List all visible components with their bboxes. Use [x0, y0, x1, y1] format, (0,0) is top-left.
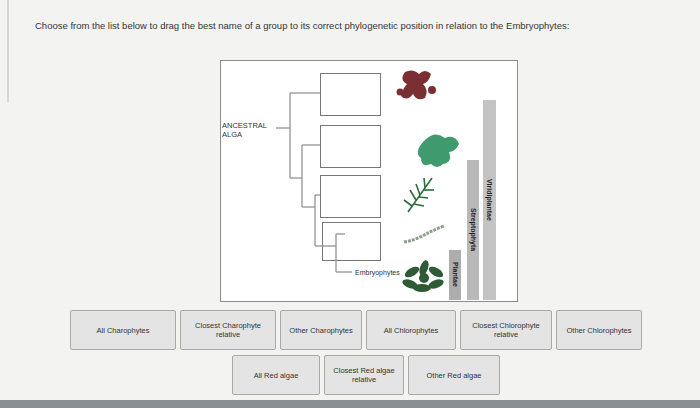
text-group: All Red algae [254, 371, 299, 380]
text-group: All Chlorophytes [384, 326, 439, 335]
drag-option: Other Charophytes [280, 310, 362, 350]
option-text: Closest Charophyte relative [185, 321, 271, 339]
clade-label: Embryophytes [354, 269, 401, 277]
option-text: Closest Chlorophyte relative [465, 321, 547, 339]
text-group: Viridiplantae [486, 179, 493, 222]
clade-band: Plantae [449, 250, 461, 300]
drag-option: Other Chlorophytes [556, 310, 642, 350]
text-group: All Charophytes [97, 326, 150, 335]
text-group: Closest Charophyte relative [185, 321, 271, 339]
drag-option: Closest Chlorophyte relative [460, 310, 552, 350]
text-group: Other Charophytes [289, 326, 352, 335]
drag-option: All Charophytes [70, 310, 176, 350]
text-group: Streptophyta [470, 208, 477, 252]
clade-band: Streptophyta [467, 160, 479, 300]
option-text: Other Chlorophytes [566, 326, 631, 335]
text-group: Plantae [452, 262, 459, 288]
drag-option: All Red algae [232, 355, 320, 395]
text-group: Closest Chlorophyte relative [465, 321, 547, 339]
band-label: Plantae [452, 262, 459, 287]
drag-option: Closest Red algae relative [324, 355, 404, 395]
band-label: Viridiplantae [486, 179, 493, 221]
option-text: All Charophytes [97, 326, 150, 335]
drag-option: Other Red algae [408, 355, 500, 395]
option-text: Other Red algae [426, 371, 481, 380]
drag-option: Closest Charophyte relative [180, 310, 276, 350]
text-group: Closest Red algae relative [329, 366, 399, 384]
text-group: Other Red algae [426, 371, 481, 380]
root-label: ANCESTRAL ALGA [222, 122, 276, 139]
option-text: All Chlorophytes [384, 326, 439, 335]
band-label: Streptophyta [470, 208, 477, 251]
option-text: Other Charophytes [289, 326, 352, 335]
drag-option: All Chlorophytes [366, 310, 456, 350]
text-group: Other Chlorophytes [566, 326, 631, 335]
option-text: All Red algae [254, 371, 299, 380]
question-title: Choose from the list below to drag the b… [35, 20, 569, 31]
option-text: Closest Red algae relative [329, 366, 399, 384]
clade-band: Viridiplantae [483, 100, 496, 300]
